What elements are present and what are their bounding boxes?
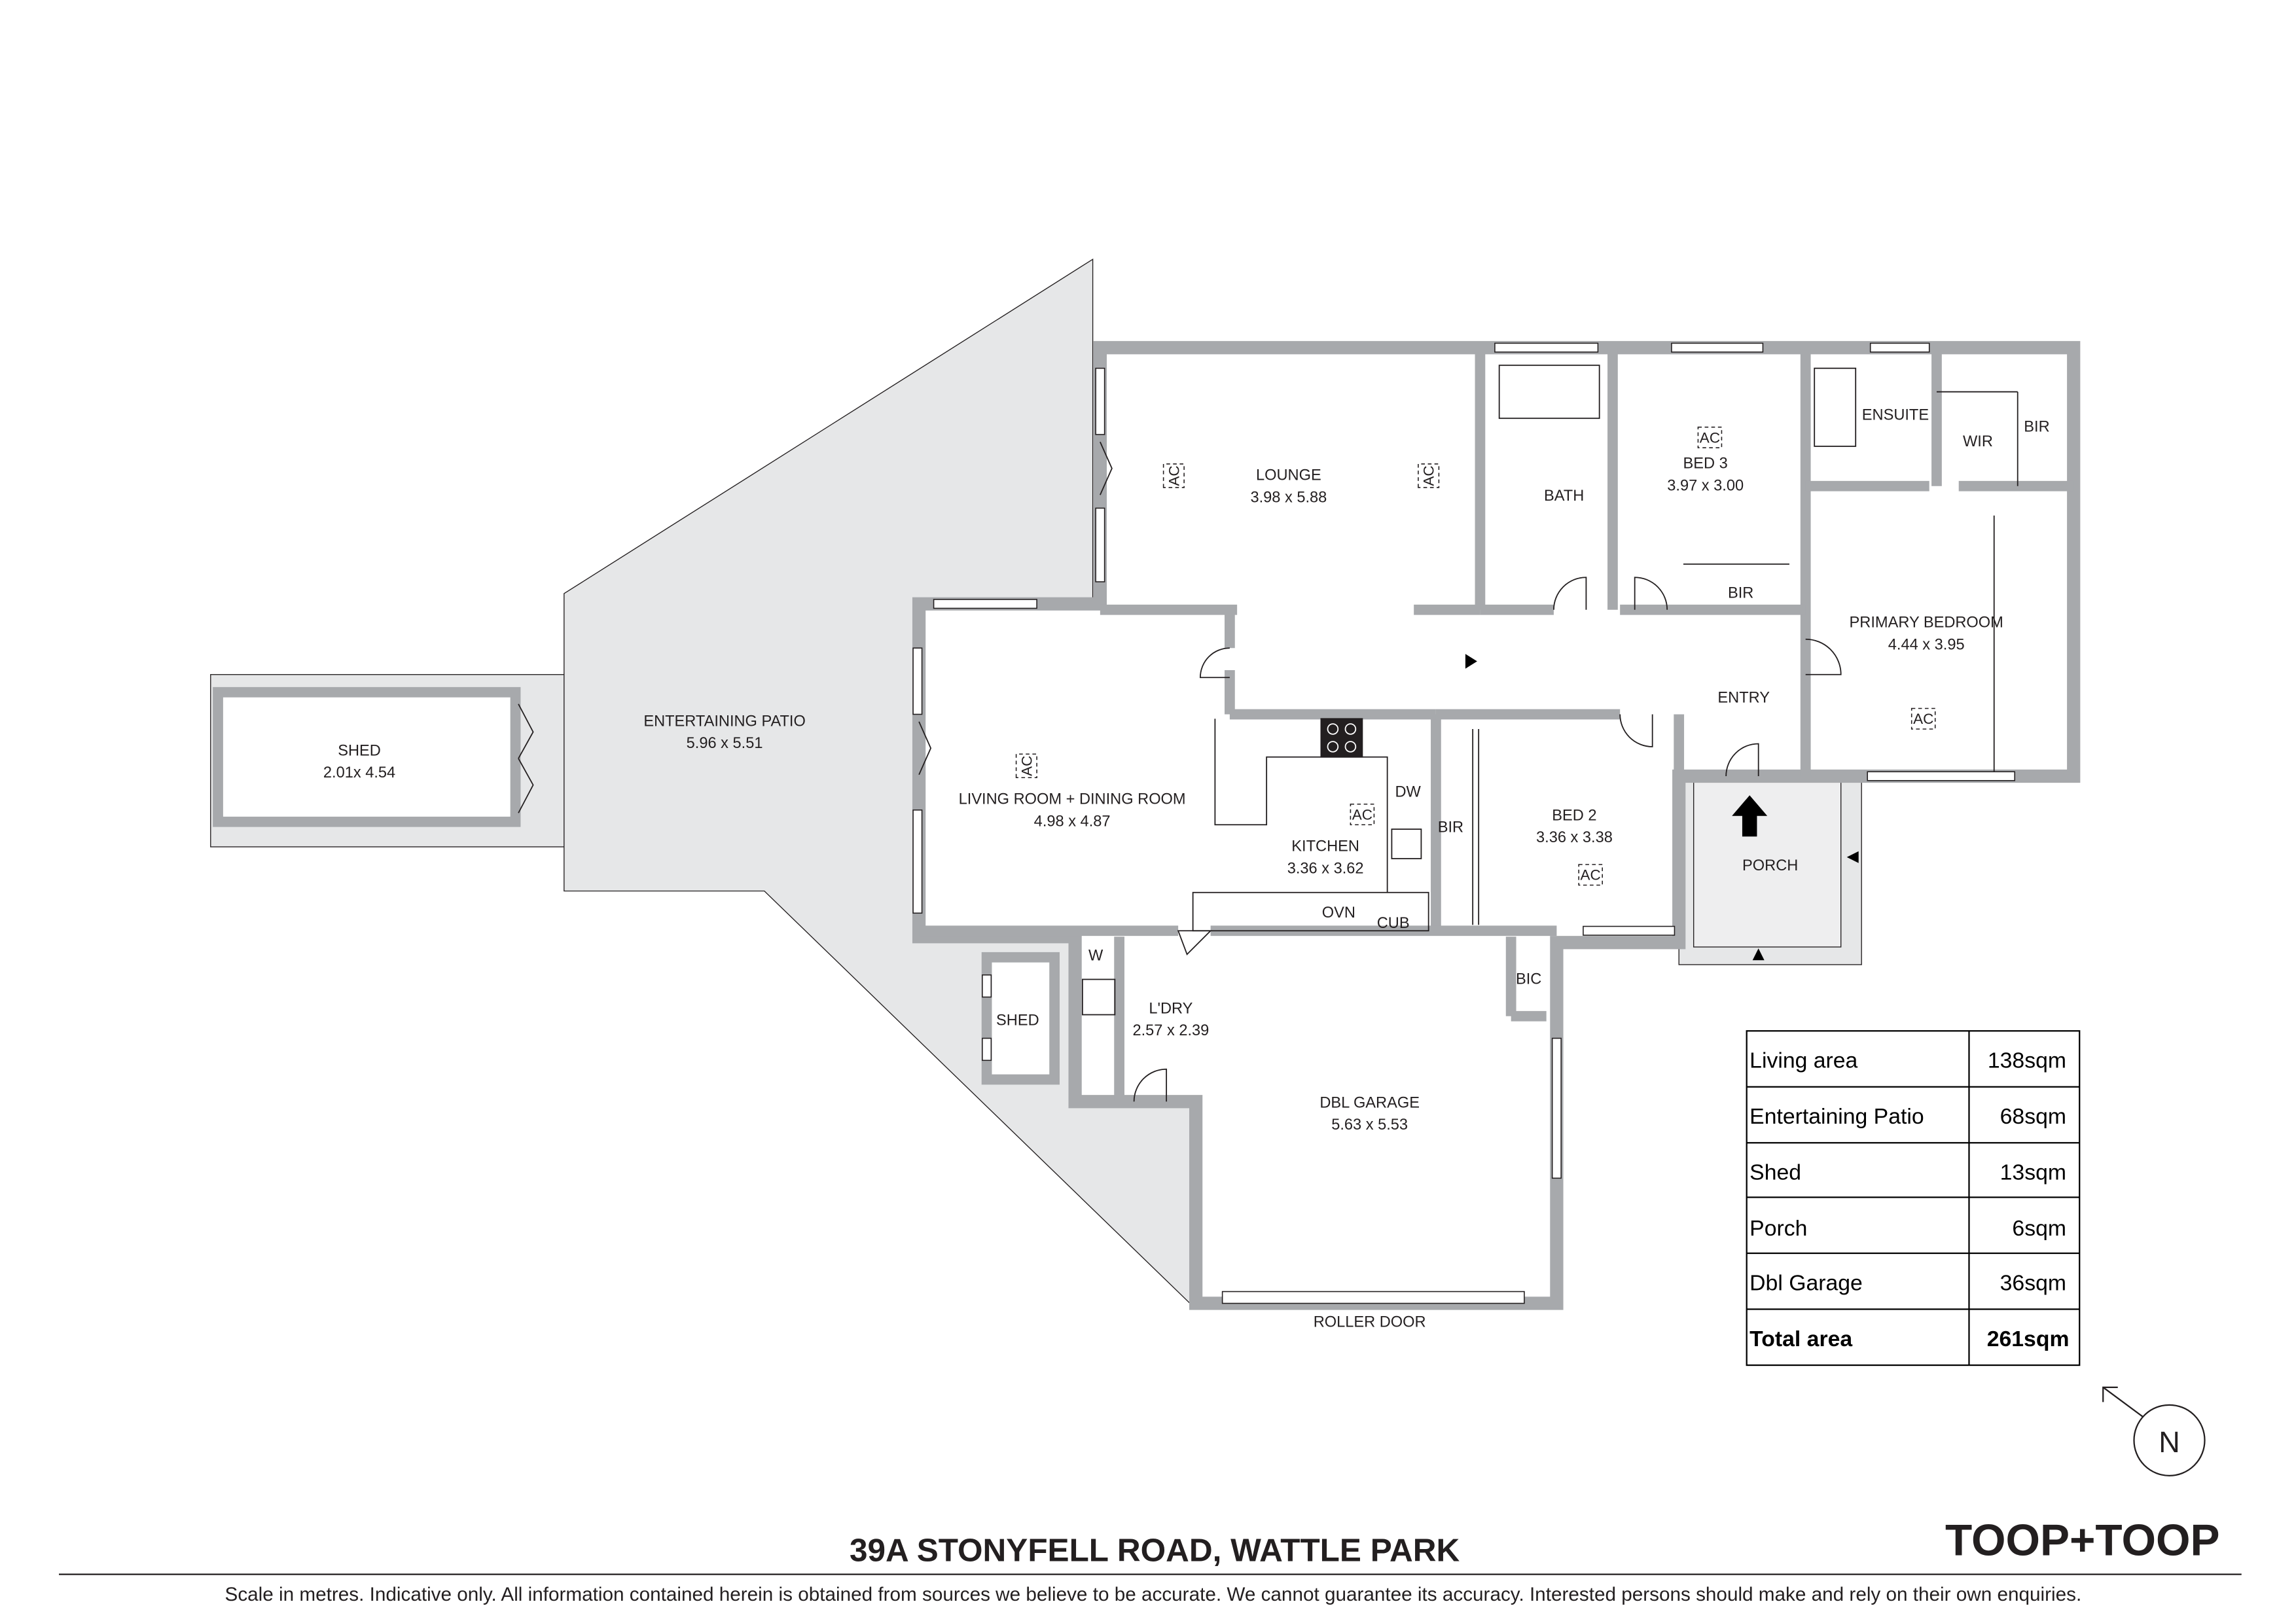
area-table: Living area 138sqm Entertaining Patio 68… (1746, 1030, 2081, 1366)
area-label: Porch (1749, 1216, 1807, 1241)
room-label: BIR (2024, 418, 2049, 435)
room-label: DW (1395, 783, 1421, 800)
room-label: ENSUITE (1862, 406, 1929, 423)
air-conditioner-icon: AC (1350, 803, 1375, 826)
entry-arrow-icon (1732, 795, 1768, 837)
room-label: PORCH (1742, 857, 1798, 874)
windows (912, 342, 2016, 1304)
room-label: W (1088, 947, 1103, 964)
room-dimensions: 2.57 x 2.39 (1132, 1022, 1209, 1039)
area-value: 13sqm (2000, 1160, 2066, 1185)
porch-marker-icon (1846, 851, 1859, 863)
house-footprint (919, 348, 2074, 1304)
ac-label: AC (1352, 806, 1372, 823)
kitchen-sink (1391, 829, 1422, 859)
room-label: BIR (1728, 585, 1753, 602)
kitchen-bench (1192, 891, 1429, 932)
room-label: ROLLER DOOR (1314, 1314, 1426, 1331)
total-area-label: Total area (1749, 1327, 1852, 1351)
disclaimer: Scale in metres. Indicative only. All in… (225, 1584, 2082, 1605)
ac-label: AC (1700, 429, 1720, 446)
area-value: 36sqm (2000, 1270, 2066, 1295)
room-label: OVN (1322, 904, 1355, 921)
room-label: ENTRY (1717, 689, 1770, 706)
bathtub (1498, 365, 1600, 419)
air-conditioner-icon: AC (1697, 426, 1723, 448)
compass-label: N (2159, 1425, 2179, 1459)
cooktop (1320, 718, 1363, 758)
porch-marker-icon (1752, 948, 1765, 961)
room-label: PRIMARY BEDROOM (1850, 615, 2003, 632)
room-label: WIR (1963, 433, 1993, 450)
room-label: BED 3 (1683, 455, 1728, 473)
porch-floor (1693, 781, 1842, 948)
laundry-sink (1081, 978, 1116, 1016)
room-dimensions: 5.63 x 5.53 (1331, 1116, 1408, 1133)
brand-logo: TOOP+TOOP (1945, 1516, 2220, 1565)
room-label: CUB (1377, 915, 1410, 932)
room-label: LIVING ROOM + DINING ROOM (959, 791, 1186, 808)
room-dimensions: 3.97 x 3.00 (1667, 477, 1744, 494)
area-value: 6sqm (2012, 1216, 2066, 1241)
air-conditioner-icon: AC (1015, 753, 1037, 779)
area-label: Entertaining Patio (1749, 1104, 1924, 1129)
area-label: Shed (1749, 1160, 1801, 1185)
north-compass-icon: N (2102, 1386, 2206, 1476)
room-dimensions: 3.98 x 5.88 (1250, 489, 1327, 506)
room-label: SHED (338, 742, 381, 759)
room-label: BIR (1438, 819, 1463, 836)
room-dimensions: 4.44 x 3.95 (1888, 636, 1965, 653)
air-conditioner-icon: AC (1162, 463, 1185, 488)
ac-label: AC (1018, 756, 1035, 776)
air-conditioner-icon: AC (1418, 463, 1440, 488)
room-label: BED 2 (1552, 808, 1596, 825)
ac-label: AC (1166, 465, 1182, 486)
room-dimensions: 3.36 x 3.62 (1287, 861, 1364, 878)
room-label: L'DRY (1149, 1000, 1193, 1017)
area-value: 68sqm (2000, 1104, 2066, 1129)
hall-marker-icon (1465, 654, 1477, 669)
doors (518, 441, 1842, 1102)
room-dimensions: 4.98 x 4.87 (1034, 813, 1111, 830)
room-label: BATH (1544, 488, 1584, 505)
room-label: DBL GARAGE (1319, 1094, 1420, 1111)
ac-label: AC (1581, 867, 1601, 883)
area-value: 138sqm (1988, 1048, 2066, 1073)
fixtures (1081, 365, 2018, 1016)
room-label: LOUNGE (1256, 467, 1321, 484)
shower (1814, 367, 1857, 447)
room-label: ENTERTAINING PATIO (643, 713, 805, 730)
kitchen-island (1214, 719, 1388, 893)
air-conditioner-icon: AC (1578, 864, 1603, 886)
ac-label: AC (1913, 711, 1933, 727)
property-address: 39A STONYFELL ROAD, WATTLE PARK (850, 1532, 1460, 1568)
room-dimensions: 3.36 x 3.38 (1536, 829, 1613, 846)
shed-walls (213, 687, 521, 827)
room-label: BIC (1516, 971, 1541, 988)
total-area-value: 261sqm (1987, 1327, 2070, 1351)
room-label: SHED (996, 1012, 1039, 1029)
room-dimensions: 2.01x 4.54 (323, 764, 395, 781)
room-dimensions: 5.96 x 5.51 (687, 735, 763, 752)
area-label: Dbl Garage (1749, 1270, 1863, 1295)
room-label: KITCHEN (1291, 838, 1359, 855)
small-shed-walls (981, 952, 1060, 1085)
area-label: Living area (1749, 1048, 1857, 1073)
interior-walls (919, 348, 2074, 1102)
ac-label: AC (1421, 465, 1437, 486)
air-conditioner-icon: AC (1910, 707, 1936, 730)
